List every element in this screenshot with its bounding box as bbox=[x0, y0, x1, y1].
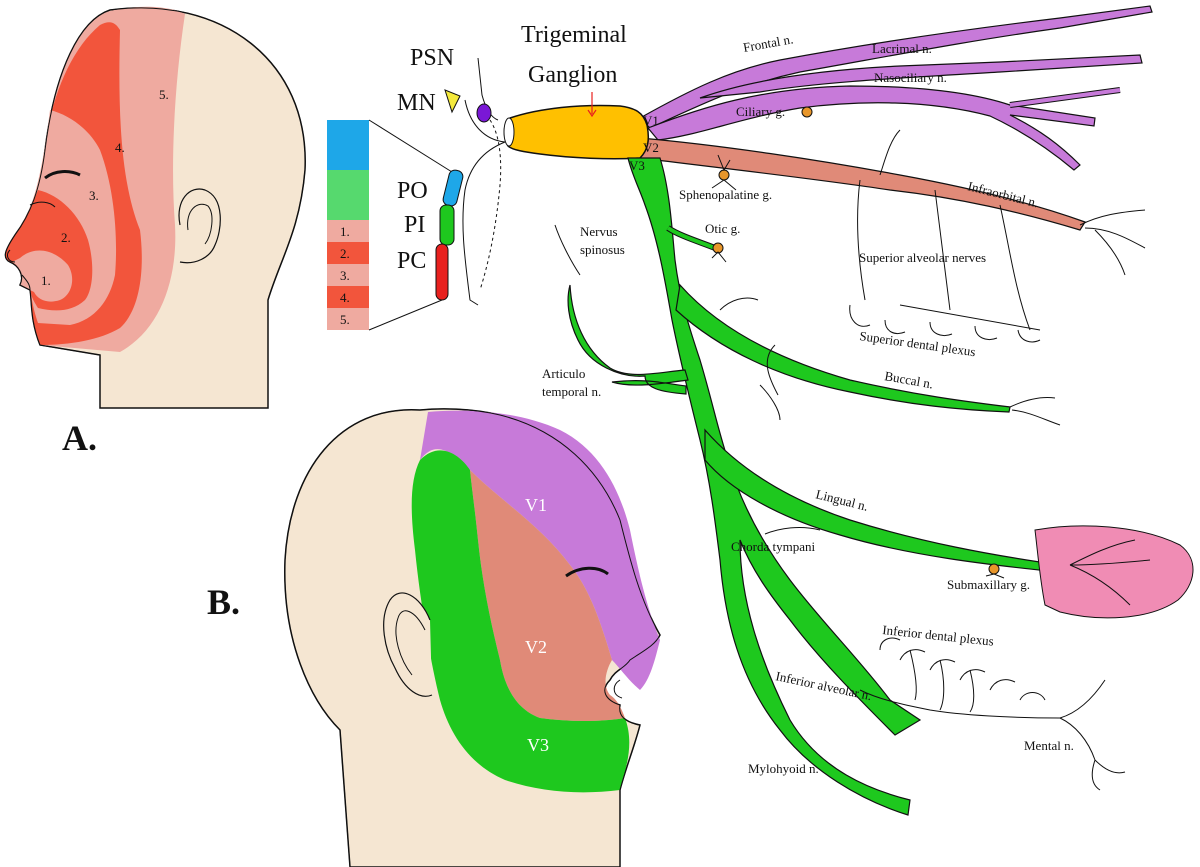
label-articulo: Articulo bbox=[542, 366, 585, 381]
legend-item-1 bbox=[327, 220, 369, 242]
ciliary-ganglion bbox=[801, 106, 813, 118]
label-mn: MN bbox=[397, 90, 436, 116]
zone-label-3: 3. bbox=[89, 188, 99, 203]
label-pc: PC bbox=[397, 248, 426, 274]
legend-label-5: 5. bbox=[340, 312, 350, 327]
legend-item-5 bbox=[327, 308, 369, 330]
maxillary-nerve bbox=[639, 137, 1086, 231]
label-temporal: temporal n. bbox=[542, 384, 601, 399]
mn-nucleus bbox=[444, 89, 461, 114]
pi-nucleus bbox=[439, 204, 455, 246]
submaxillary-ganglion bbox=[988, 563, 1000, 575]
label-spinosus: spinosus bbox=[580, 242, 625, 257]
legend-item-3 bbox=[327, 264, 369, 286]
legend-label-2: 2. bbox=[340, 246, 350, 261]
legend-label-3: 3. bbox=[340, 268, 350, 283]
psn-nucleus bbox=[476, 103, 492, 123]
legend-label-4: 4. bbox=[340, 290, 350, 305]
ear-a bbox=[178, 188, 221, 264]
label-nervus: Nervus bbox=[580, 224, 618, 239]
label-otic: Otic g. bbox=[705, 221, 740, 236]
division-v3: V3 bbox=[629, 158, 645, 173]
division-v2: V2 bbox=[643, 140, 659, 155]
buccal-nerve bbox=[675, 283, 1011, 413]
ganglion-title-2: Ganglion bbox=[528, 62, 617, 88]
label-lacrimal: Lacrimal n. bbox=[872, 41, 932, 56]
label-superior-dental: Superior dental plexus bbox=[859, 328, 977, 359]
label-mental: Mental n. bbox=[1024, 738, 1074, 753]
region-v1 bbox=[420, 410, 660, 690]
tongue bbox=[1034, 525, 1194, 619]
brainstem-nuclei: PSN MN PO PI PC bbox=[397, 45, 506, 306]
legend-column: 1. 2. 3. 4. 5. bbox=[327, 119, 453, 331]
zone-label-5: 5. bbox=[159, 87, 169, 102]
mandibular-nerve bbox=[627, 157, 922, 816]
label-submaxillary: Submaxillary g. bbox=[947, 577, 1030, 592]
region-v2 bbox=[470, 470, 625, 721]
label-pi: PI bbox=[404, 212, 425, 238]
region-label-v3: V3 bbox=[527, 735, 549, 755]
lacrimal-nerve bbox=[699, 54, 1143, 99]
sphenopalatine-ganglion bbox=[718, 169, 730, 181]
trigeminal-ganglion bbox=[503, 104, 650, 160]
zone-1 bbox=[12, 250, 73, 302]
label-buccal: Buccal n. bbox=[883, 368, 934, 391]
panel-b-head: V1 V2 V3 bbox=[284, 408, 661, 867]
region-v3 bbox=[411, 450, 630, 793]
nerve-tree bbox=[503, 5, 1194, 816]
legend-pi-box bbox=[327, 170, 369, 220]
label-frontal: Frontal n. bbox=[742, 31, 794, 55]
label-mylohyoid: Mylohyoid n. bbox=[748, 761, 819, 776]
label-psn: PSN bbox=[410, 45, 454, 71]
pc-nucleus bbox=[435, 243, 449, 301]
ear-b bbox=[383, 592, 433, 697]
panel-a-head: 5. 4. 3. 2. 1. bbox=[4, 6, 306, 409]
label-sphenopalatine: Sphenopalatine g. bbox=[679, 187, 772, 202]
region-label-v1: V1 bbox=[525, 495, 547, 515]
label-inferior-dental: Inferior dental plexus bbox=[882, 622, 995, 649]
legend-label-1: 1. bbox=[340, 224, 350, 239]
po-nucleus bbox=[442, 169, 464, 207]
zone-label-1: 1. bbox=[41, 273, 51, 288]
zone-label-2: 2. bbox=[61, 230, 71, 245]
articulotemporal-nerve bbox=[567, 284, 689, 395]
eye-b bbox=[565, 566, 609, 578]
region-label-v2: V2 bbox=[525, 637, 547, 657]
label-po: PO bbox=[397, 178, 428, 204]
eyebrow-a bbox=[44, 170, 81, 180]
ganglion-title-1: Trigeminal bbox=[521, 22, 627, 48]
label-ciliary: Ciliary g. bbox=[736, 104, 785, 119]
label-chorda: Chorda tympani bbox=[731, 539, 816, 554]
zone-label-4: 4. bbox=[115, 140, 125, 155]
label-nasociliary: Nasociliary n. bbox=[874, 70, 947, 85]
legend-po-box bbox=[327, 120, 369, 170]
otic-ganglion bbox=[712, 242, 724, 254]
legend-item-4 bbox=[327, 286, 369, 308]
panel-label-b: B. bbox=[207, 582, 240, 622]
label-superior-alveolar: Superior alveolar nerves bbox=[859, 250, 986, 265]
division-v1: V1 bbox=[643, 113, 659, 128]
panel-label-a: A. bbox=[62, 418, 97, 458]
nasociliary-nerve bbox=[647, 85, 1096, 171]
legend-item-2 bbox=[327, 242, 369, 264]
